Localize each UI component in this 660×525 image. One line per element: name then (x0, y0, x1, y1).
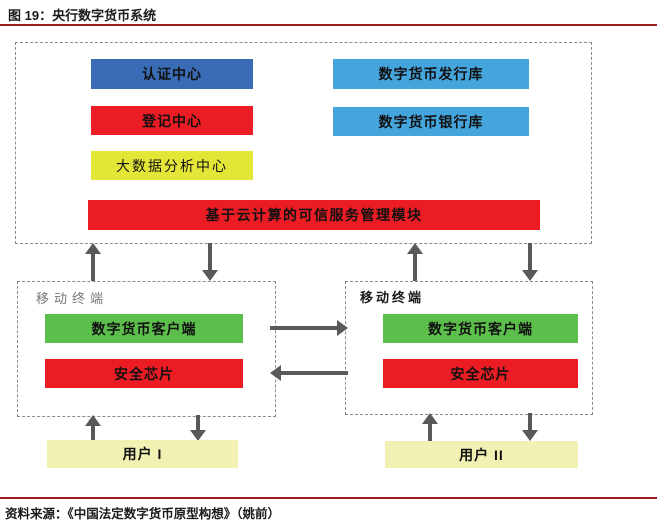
arrow-down-icon (202, 243, 218, 281)
arrow-up-icon (407, 243, 423, 281)
user-1-box: 用户 I (47, 440, 238, 468)
arrow-right-icon (270, 320, 348, 336)
arrow-down-icon (522, 243, 538, 281)
arrow-down-icon (190, 415, 206, 441)
mobile-terminal-left-container: 移动终端 (17, 281, 276, 417)
source-divider (0, 497, 657, 499)
arrow-up-icon (85, 243, 101, 281)
figure-title: 图 19：央行数字货币系统 (8, 8, 157, 23)
registration-center-box: 登记中心 (91, 106, 253, 135)
bank-repository-box: 数字货币银行库 (333, 107, 529, 136)
arrow-left-icon (270, 365, 348, 381)
arrow-up-icon (422, 413, 438, 441)
security-chip-right-box: 安全芯片 (383, 359, 578, 388)
cloud-module-box: 基于云计算的可信服务管理模块 (88, 200, 540, 230)
source-text: 资料来源：《中国法定数字货币原型构想》（姚前） (5, 507, 281, 521)
arrow-down-icon (522, 413, 538, 441)
mobile-terminal-right-container: 移动终端 (345, 281, 593, 415)
mobile-terminal-right-label: 移动终端 (360, 290, 425, 305)
issuance-repository-box: 数字货币发行库 (333, 59, 529, 89)
currency-client-right-box: 数字货币客户端 (383, 314, 578, 343)
title-divider (0, 24, 657, 26)
security-chip-left-box: 安全芯片 (45, 359, 243, 388)
central-system-container (15, 42, 592, 244)
arrow-up-icon (85, 415, 101, 441)
bigdata-center-box: 大数据分析中心 (91, 151, 253, 180)
currency-client-left-box: 数字货币客户端 (45, 314, 243, 343)
auth-center-box: 认证中心 (91, 59, 253, 89)
mobile-terminal-left-label: 移动终端 (36, 291, 109, 306)
user-2-box: 用户 II (385, 441, 578, 468)
